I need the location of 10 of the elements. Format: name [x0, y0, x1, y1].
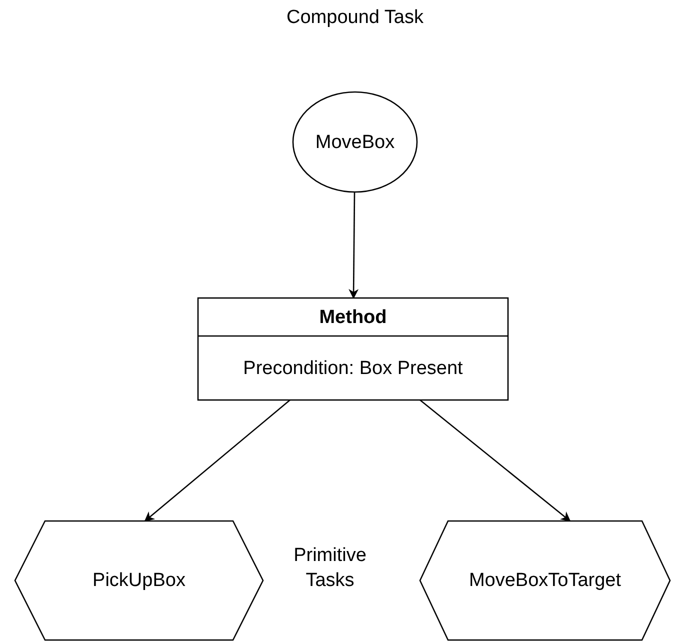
task-label: MoveBoxToTarget	[468, 569, 622, 593]
arrow	[420, 400, 571, 522]
arrow	[144, 400, 290, 522]
task-label: MoveBox	[314, 130, 396, 154]
box-text: Precondition: Box Present	[242, 356, 464, 380]
box-heading: Method	[318, 306, 388, 330]
task-type-label: Compound Task	[286, 6, 424, 30]
group-label: Primitive Tasks	[292, 544, 368, 593]
task-label: PickUpBox	[92, 569, 186, 593]
arrow	[348, 192, 359, 299]
